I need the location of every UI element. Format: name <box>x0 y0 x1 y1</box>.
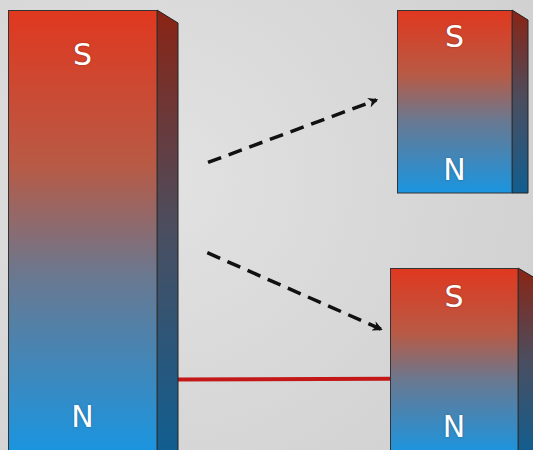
pole-label: N <box>443 412 465 442</box>
dashed-arrow <box>208 100 376 162</box>
dashed-arrow <box>207 253 381 329</box>
magnet-body <box>8 10 178 450</box>
connecting-line <box>178 377 390 382</box>
magnet-face: SN <box>397 10 512 193</box>
magnet-face: SN <box>8 10 157 450</box>
bar-magnet: SN <box>390 268 533 450</box>
bar-magnet: SN <box>8 10 178 450</box>
pole-label: S <box>445 22 464 52</box>
pole-label: S <box>73 40 92 70</box>
pole-label: N <box>443 155 465 185</box>
magnet-face: SN <box>390 268 518 450</box>
pole-label: N <box>71 402 93 432</box>
pole-label: S <box>444 282 463 312</box>
bar-magnet: SN <box>397 10 528 193</box>
